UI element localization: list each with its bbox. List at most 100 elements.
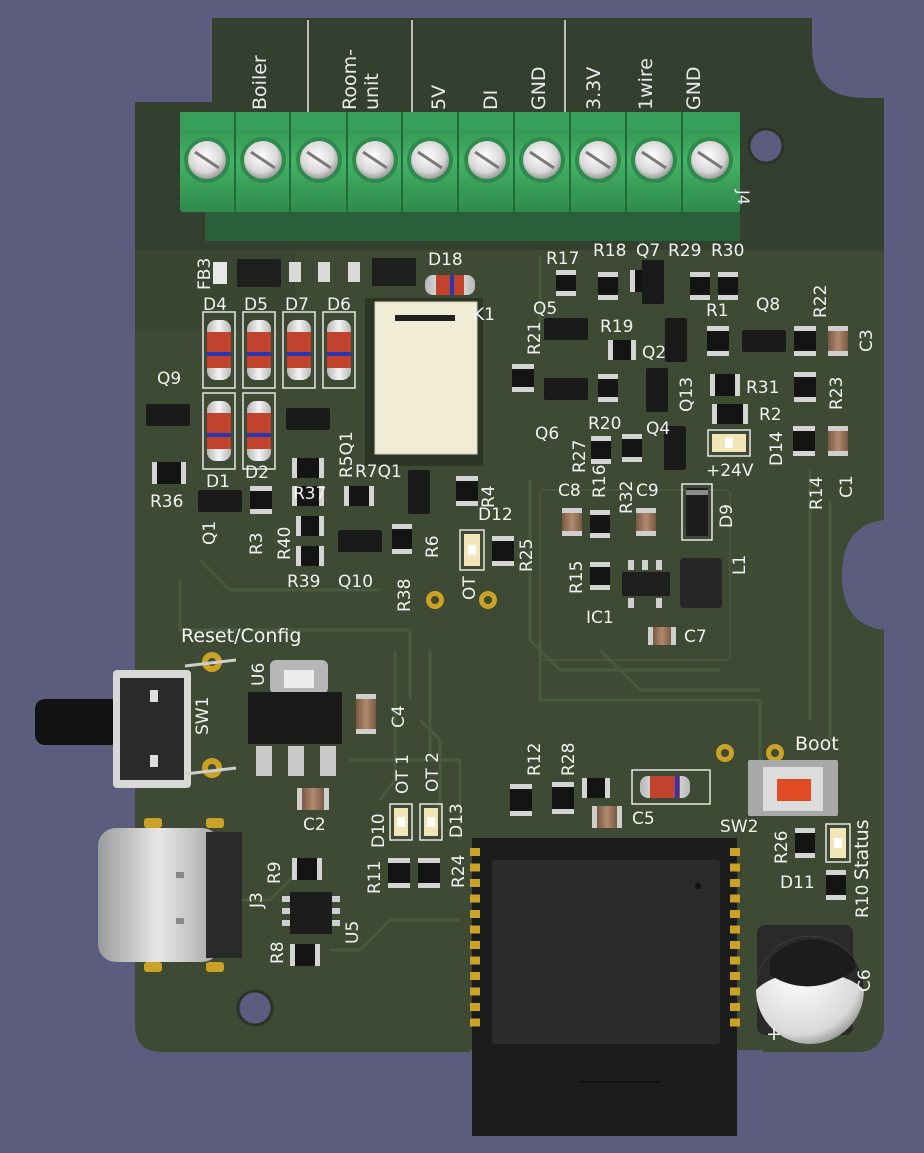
terminal-screw	[296, 137, 342, 183]
silk-label-r9: R9	[265, 861, 285, 884]
silk-label-r23: R23	[827, 377, 847, 410]
silk-label-r36: R36	[150, 492, 183, 512]
silk-label-r20: R20	[588, 414, 621, 434]
inductor-l1	[680, 558, 722, 608]
term-label-3v3: 3.3V	[583, 67, 605, 110]
smd-resistor	[707, 326, 729, 356]
smd-transistor	[642, 260, 664, 304]
silk-label-c2: C2	[303, 815, 326, 835]
melf-diode	[202, 311, 236, 389]
smd-resistor	[512, 364, 534, 392]
smd-resistor	[344, 486, 374, 506]
silk-label-q1a: Q1	[200, 521, 220, 545]
silk-label-c1: C1	[837, 475, 857, 498]
smd-parts	[146, 260, 848, 966]
smd-resistor	[591, 436, 611, 464]
silk-label-plus24v: +24V	[706, 461, 754, 481]
silk-label-q8: Q8	[756, 295, 780, 315]
smd-resistor	[622, 434, 642, 462]
silk-label-q13: Q13	[677, 377, 697, 412]
silk-label-r30: R30	[711, 241, 744, 261]
melf-diodes	[202, 311, 356, 470]
silk-label-r29: R29	[668, 241, 701, 261]
silk-label-d10: D10	[369, 813, 389, 848]
silk-label-r17: R17	[546, 249, 579, 269]
smd-resistor	[290, 944, 320, 966]
relay-k1	[365, 298, 483, 466]
smd-resistor	[582, 778, 610, 798]
silk-label-c5: C5	[632, 809, 655, 829]
silk-label-r24: R24	[449, 855, 469, 888]
silk-label-r40: R40	[275, 527, 295, 560]
silk-label-d18: D18	[428, 250, 463, 270]
smd-resistor	[552, 782, 574, 814]
smd-capacitor	[356, 694, 376, 734]
smd-resistor	[590, 510, 610, 538]
terminal-screw	[687, 137, 733, 183]
smd-capacitor	[562, 508, 582, 536]
pcb-traces	[178, 255, 832, 952]
sw1-reset-button[interactable]	[35, 658, 237, 788]
smd-resistor	[826, 870, 846, 900]
silk-label-d6: D6	[327, 295, 351, 315]
silk-label-c6: C6	[855, 969, 875, 992]
silk-label-q6: Q6	[535, 424, 559, 444]
test-points	[202, 591, 784, 778]
silk-label-r26: R26	[772, 831, 792, 864]
silk-label-r19: R19	[600, 317, 633, 337]
silk-label-q9: Q9	[157, 369, 181, 389]
terminal-screw	[575, 137, 621, 183]
term-label-1wire: 1wire	[635, 58, 657, 110]
silk-label-r38: R38	[395, 579, 415, 612]
silk-label-r25: R25	[517, 539, 537, 572]
smd-resistor	[608, 340, 636, 360]
silk-label-r1: R1	[706, 301, 729, 321]
silk-label-d13: D13	[447, 803, 467, 838]
silk-label-q10: Q10	[338, 572, 373, 592]
silk-label-d1: D1	[206, 472, 230, 492]
silk-label-q5: Q5	[533, 299, 557, 319]
terminal-screw	[407, 137, 453, 183]
silk-label-d2: D2	[245, 463, 269, 483]
ic-u5	[282, 892, 340, 934]
smd-resistor	[456, 476, 478, 506]
label-j4: J4	[734, 189, 753, 205]
silk-label-r6: R6	[423, 535, 443, 558]
smd-transistor	[544, 378, 588, 400]
melf-diode	[322, 311, 356, 389]
smd-transistor	[198, 490, 242, 512]
terminal-screw	[519, 137, 565, 183]
smd-resistor	[250, 486, 272, 514]
melf-diode	[202, 392, 236, 470]
smd-resistor	[690, 272, 710, 300]
led	[419, 803, 443, 841]
silk-label-q2: Q2	[642, 343, 666, 363]
smd-resistor	[292, 458, 324, 478]
led	[825, 823, 851, 863]
led	[459, 529, 485, 571]
led	[389, 803, 413, 841]
silk-label-r27: R27	[570, 440, 590, 473]
diode-d9	[681, 483, 713, 541]
diode-d18	[425, 275, 475, 295]
smd-resistor	[590, 562, 610, 590]
term-label-5v: 5V	[428, 85, 450, 110]
silk-label-r11: R11	[365, 861, 385, 894]
smd-resistor	[795, 828, 815, 858]
smd-transistor	[544, 318, 588, 340]
melf-diode	[242, 311, 276, 389]
smd-resistor	[718, 272, 738, 300]
sw2-boot-button[interactable]	[748, 760, 838, 816]
silk-label-r28: R28	[559, 743, 579, 776]
silk-label-d5: D5	[244, 295, 268, 315]
smd-resistor	[292, 858, 322, 880]
silk-label-u5: U5	[343, 921, 363, 944]
silk-label-r22: R22	[811, 285, 831, 318]
smd-resistor	[392, 524, 412, 554]
silk-label-r14: R14	[807, 477, 827, 510]
smd-capacitor	[297, 788, 329, 810]
smd-resistor	[598, 272, 618, 300]
terminal-dividers	[307, 20, 566, 112]
silk-label-r37: R37	[293, 484, 326, 504]
terminal-screw	[631, 137, 677, 183]
